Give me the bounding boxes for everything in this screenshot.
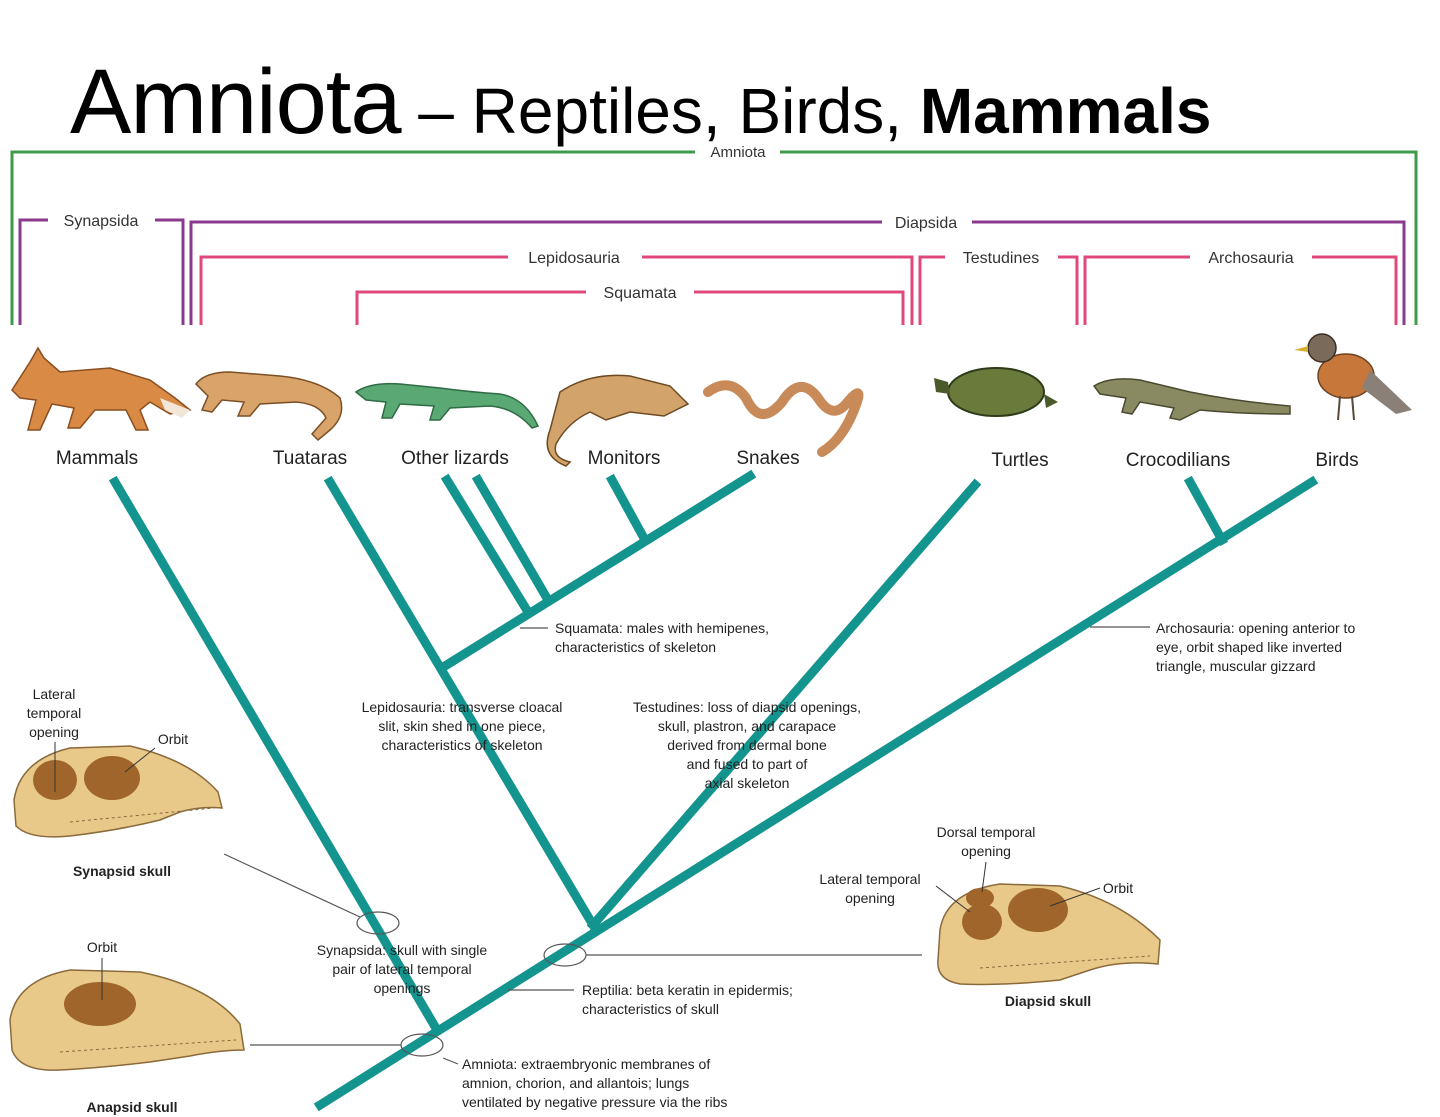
anapsid-skull-caption: Anapsid skull [86, 1099, 177, 1115]
svg-text:and fused to part of: and fused to part of [687, 756, 808, 772]
svg-text:characteristics of skeleton: characteristics of skeleton [381, 737, 542, 753]
svg-text:Archosauria: opening anterior: Archosauria: opening anterior to [1156, 620, 1355, 636]
svg-text:amnion, chorion, and allantois: amnion, chorion, and allantois; lungs [462, 1075, 689, 1091]
branch-monitors [605, 473, 652, 547]
taxon-label-birds: Birds [1315, 450, 1358, 471]
amniota-bracket [10, 150, 1418, 325]
tree-trunk [313, 475, 1319, 1112]
anapsid-skull-illustration [9, 958, 245, 1071]
title-sub: Reptiles, Birds, [471, 75, 920, 147]
diapsid-label-lateral-1: Lateral temporal [819, 871, 920, 887]
taxon-label-turtles: Turtles [991, 450, 1048, 471]
archosauria-bracket [1083, 255, 1398, 325]
bracket-label-amniota: Amniota [710, 144, 766, 161]
phylogenetic-tree [108, 469, 1319, 1112]
testudines-bracket [918, 255, 1079, 325]
synapsida-bracket [18, 218, 185, 325]
diapsid-dorsal-opening [966, 888, 994, 908]
bracket-label-squamata: Squamata [604, 285, 677, 302]
crocodile-illustration [1092, 378, 1291, 421]
bracket-label-testudines: Testudines [963, 250, 1040, 267]
diapsid-label-dorsal-1: Dorsal temporal [937, 824, 1036, 840]
diapsida-bracket [189, 220, 1406, 325]
diapsid-label-orbit: Orbit [1103, 880, 1133, 896]
taxon-label-snakes: Snakes [736, 448, 799, 469]
monitor-illustration [546, 374, 690, 467]
synapsid-label-lateral-2: temporal [27, 705, 81, 721]
bracket-label-diapsida: Diapsida [895, 215, 957, 232]
page-title: Amniota – Reptiles, Birds, Mammals [70, 50, 1212, 160]
branch-crocodilians [1183, 475, 1229, 547]
taxon-label-tuataras: Tuataras [273, 448, 347, 469]
branch-turtles [586, 478, 982, 932]
svg-text:Synapsida: skull with single: Synapsida: skull with single [317, 942, 488, 958]
synapsid-label-lateral-3: opening [29, 724, 79, 740]
taxon-label-monitors: Monitors [588, 448, 661, 469]
snake-illustration [703, 380, 864, 457]
svg-text:Testudines: loss of diapsid op: Testudines: loss of diapsid openings, [633, 699, 861, 715]
annotation-reptilia: Reptilia: beta keratin in epidermis; cha… [582, 982, 793, 1017]
anapsid-label-orbit: Orbit [87, 939, 117, 955]
annotation-archosauria: Archosauria: opening anterior to eye, or… [1156, 620, 1355, 674]
taxon-label-other-lizards: Other lizards [401, 448, 509, 469]
svg-text:Amniota: extraembryonic membra: Amniota: extraembryonic membranes of [462, 1056, 710, 1072]
svg-text:eye, orbit shaped like inverte: eye, orbit shaped like inverted [1156, 639, 1342, 655]
diapsid-label-dorsal-2: opening [961, 843, 1011, 859]
synapsid-orbit [84, 756, 140, 800]
bracket-label-synapsida: Synapsida [64, 213, 139, 230]
svg-text:triangle, muscular gizzard: triangle, muscular gizzard [1156, 658, 1316, 674]
svg-text:axial skeleton: axial skeleton [705, 775, 790, 791]
diapsid-lateral-opening [962, 904, 1002, 940]
lepidosauria-bracket [199, 255, 914, 325]
lizard-illustration [354, 382, 540, 429]
synapsid-skull-illustration [13, 742, 223, 838]
taxon-label-mammals: Mammals [56, 448, 138, 469]
branch-mammals [108, 475, 444, 1037]
diapsid-skull-caption: Diapsid skull [1005, 993, 1091, 1009]
branch-lepidosauria [323, 475, 600, 932]
svg-text:characteristics of skull: characteristics of skull [582, 1001, 719, 1017]
svg-text:Lepidosauria: transverse cloac: Lepidosauria: transverse cloacal [362, 699, 563, 715]
annotation-squamata: Squamata: males with hemipenes, characte… [555, 620, 769, 655]
svg-text:skull, plastron, and carapace: skull, plastron, and carapace [658, 718, 836, 734]
bird-illustration [1294, 333, 1412, 421]
turtle-illustration [934, 367, 1058, 417]
node-marker-synapsida [356, 911, 400, 935]
fox-illustration [11, 346, 192, 431]
synapsid-label-lateral-1: Lateral [33, 686, 76, 702]
svg-text:openings: openings [374, 980, 431, 996]
annotation-synapsida: Synapsida: skull with single pair of lat… [317, 942, 488, 996]
annotation-lepidosauria: Lepidosauria: transverse cloacal slit, s… [362, 699, 563, 753]
branch-other-lizards-1 [440, 473, 535, 619]
svg-text:Reptilia: beta keratin in epid: Reptilia: beta keratin in epidermis; [582, 982, 793, 998]
branch-other-lizards-2 [471, 473, 555, 607]
anapsid-orbit [64, 982, 136, 1026]
squamata-bracket [355, 290, 905, 325]
svg-text:ventilated by negative pressur: ventilated by negative pressure via the … [462, 1094, 727, 1110]
synapsid-label-orbit: Orbit [158, 731, 188, 747]
annotation-testudines: Testudines: loss of diapsid openings, sk… [633, 699, 861, 791]
title-dash: – [400, 75, 472, 147]
diapsid-skull-illustration [935, 861, 1161, 986]
svg-text:pair of lateral temporal: pair of lateral temporal [332, 961, 471, 977]
svg-text:Squamata: males with hemipenes: Squamata: males with hemipenes, [555, 620, 769, 636]
synapsid-skull-caption: Synapsid skull [73, 863, 171, 879]
taxon-label-crocodilians: Crocodilians [1126, 450, 1231, 471]
bracket-label-lepidosauria: Lepidosauria [528, 250, 620, 267]
title-bold: Mammals [919, 75, 1212, 147]
annotation-amniota: Amniota: extraembryonic membranes of amn… [462, 1056, 727, 1110]
diapsid-label-lateral-2: opening [845, 890, 895, 906]
diapsid-orbit [1008, 888, 1068, 932]
svg-text:characteristics of skeleton: characteristics of skeleton [555, 639, 716, 655]
svg-text:slit, skin shed in one piece,: slit, skin shed in one piece, [378, 718, 545, 734]
svg-text:derived from dermal bone: derived from dermal bone [667, 737, 827, 753]
tuatara-illustration [195, 371, 343, 442]
title-main: Amniota [70, 51, 401, 153]
branch-squamata [438, 469, 757, 673]
bracket-label-archosauria: Archosauria [1208, 250, 1293, 267]
